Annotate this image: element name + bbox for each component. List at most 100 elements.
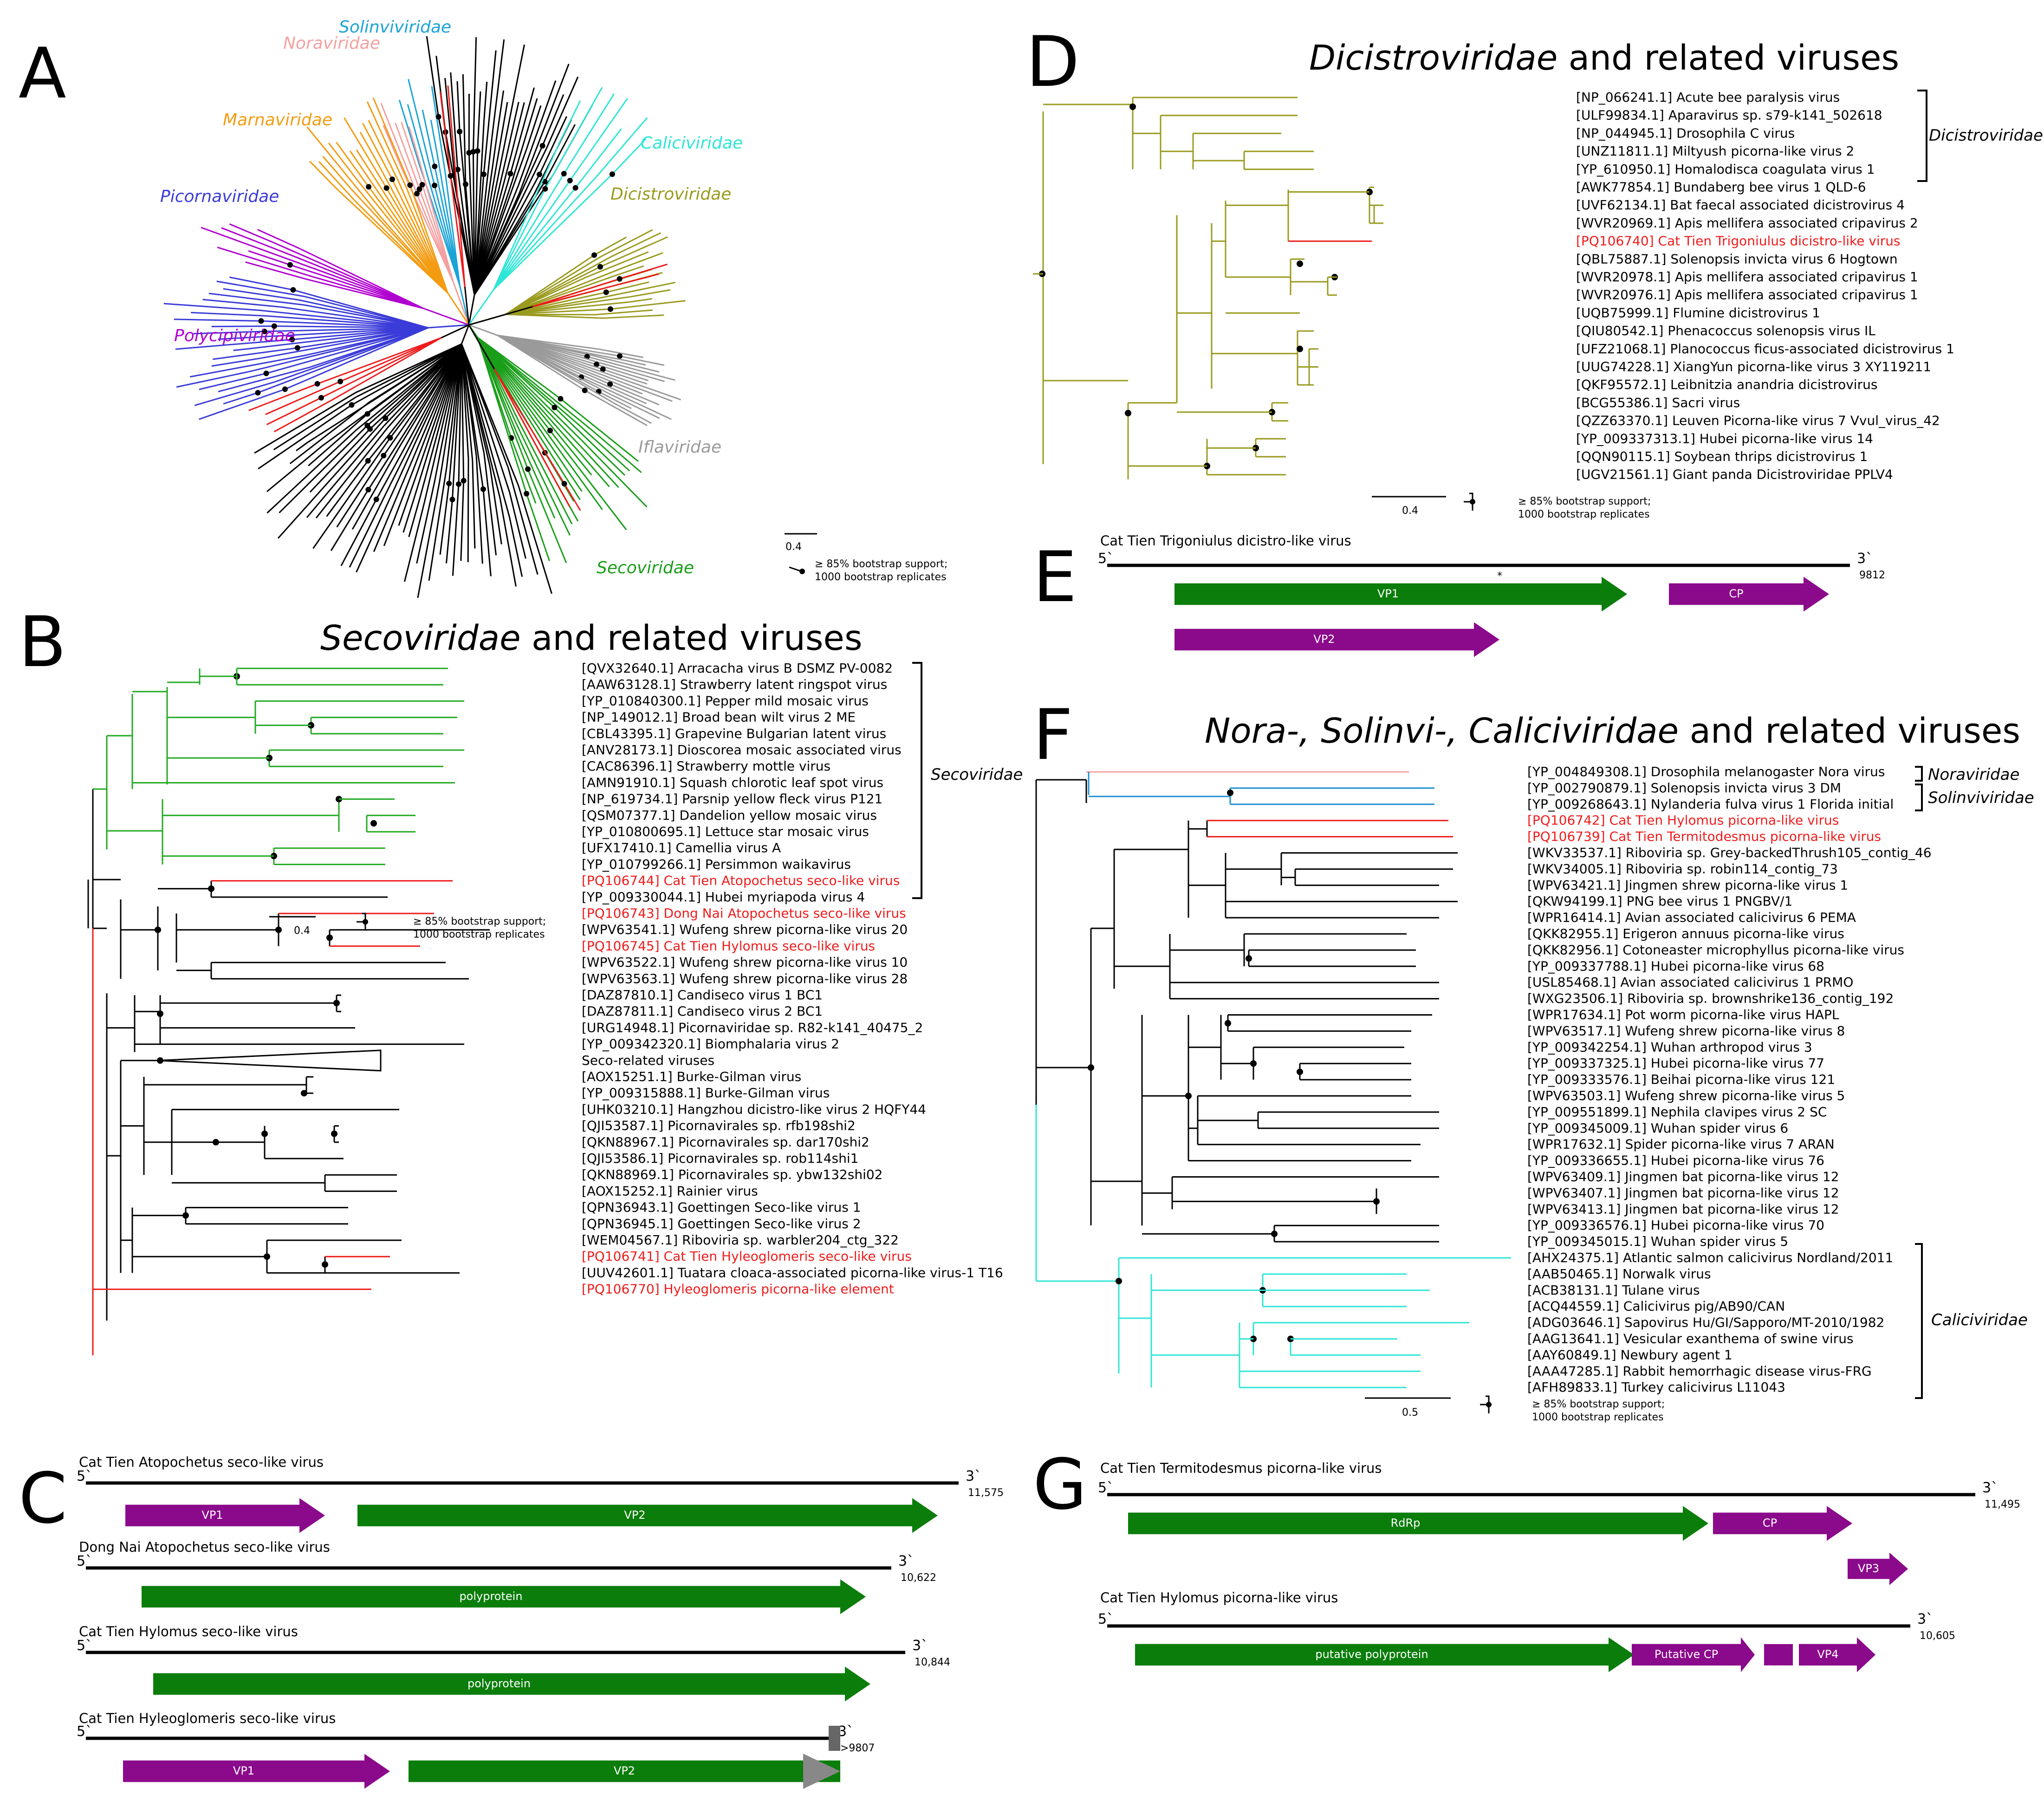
radial-branch	[493, 102, 508, 181]
radial-branch	[493, 369, 565, 484]
radial-branch	[306, 425, 385, 518]
radial-branch	[189, 355, 305, 378]
radial-branch	[216, 280, 305, 298]
bootstrap-node	[552, 404, 558, 410]
radial-branch	[436, 152, 461, 285]
radial-branch	[560, 398, 639, 462]
radial-branch	[587, 356, 675, 381]
tip-label: [UFX17410.1] Camellia virus A	[582, 840, 781, 855]
gene-label: VP1	[201, 1509, 223, 1522]
radial-branch	[309, 327, 428, 368]
radial-branch	[472, 37, 477, 152]
genome-length: >9807	[840, 1742, 875, 1754]
tip-label: [AAA47285.1] Rabbit hemorrhagic disease …	[1527, 1363, 1872, 1379]
radial-branch	[266, 327, 428, 374]
bootstrap-node	[572, 185, 578, 191]
bootstrap-node	[542, 186, 548, 192]
radial-branch	[468, 324, 498, 336]
radial-branch	[461, 343, 485, 453]
bootstrap-node	[407, 182, 413, 188]
radial-branch	[600, 281, 676, 299]
bootstrap-node	[349, 402, 355, 408]
bootstrap-node	[322, 1261, 328, 1268]
tip-label: [YP_009336576.1] Hubei picorna-like viru…	[1527, 1218, 1824, 1233]
noraviridae-bracket: Noraviridae	[1915, 765, 2019, 784]
bootstrap-node	[480, 171, 487, 177]
bootstrap-node	[435, 114, 441, 120]
tip-label: [CAC86396.1] Strawberry mottle virus	[582, 758, 831, 774]
radial-branch	[474, 138, 493, 295]
three-prime-end: 3`	[1982, 1480, 1998, 1496]
gene-arrow	[409, 1754, 840, 1789]
radial-branch	[518, 421, 573, 525]
radial-branch	[208, 292, 305, 306]
radial-branch	[395, 123, 420, 189]
radial-branch	[274, 325, 428, 329]
radial-branch	[383, 492, 405, 546]
radial-branch	[610, 383, 660, 406]
bootstrap-node	[416, 186, 422, 192]
tip-label: [ADG03646.1] Sapovirus Hu/GI/Sapporo/MT-…	[1527, 1315, 1884, 1330]
svg-text:0.4: 0.4	[785, 541, 802, 553]
radial-branch	[482, 489, 492, 576]
radial-branch	[619, 263, 668, 280]
tip-label: [YP_009336655.1] Hubei picorna-like viru…	[1527, 1153, 1824, 1168]
radial-branch	[452, 281, 470, 325]
radial-branch	[548, 422, 592, 476]
radial-branch	[427, 177, 461, 285]
radial-branch	[408, 126, 421, 162]
bootstrap-node	[337, 378, 344, 384]
radial-branch	[408, 497, 421, 538]
tip-label: [AAY60849.1] Newbury agent 1	[1527, 1347, 1733, 1362]
tip-label: [YP_009345009.1] Wuhan spider virus 6	[1527, 1120, 1788, 1136]
panel-b-scale-bar: 0.4 ≥ 85% bootstrap support; 1000 bootst…	[269, 913, 546, 940]
radial-branch	[334, 186, 448, 294]
radial-branch	[506, 308, 610, 315]
radial-branch	[468, 153, 475, 295]
family-label-polycipiviridae: Polycipiviridae	[174, 326, 295, 345]
gene-arrow	[142, 1579, 866, 1614]
svg-text:0.4: 0.4	[1402, 505, 1418, 517]
radial-branch	[581, 356, 665, 382]
bootstrap-node	[474, 148, 480, 154]
three-prime-end: 3`	[898, 1553, 914, 1569]
radial-branch	[321, 337, 441, 399]
radial-branch	[211, 357, 261, 367]
radial-branch	[483, 50, 497, 175]
tip-label: [YP_009330044.1] Hubei myriapoda virus 4	[582, 889, 865, 905]
radial-branch	[285, 327, 428, 390]
radial-branch	[201, 227, 273, 254]
radial-branch	[447, 85, 455, 160]
radial-branch	[590, 429, 642, 473]
gene-label: VP2	[1313, 633, 1335, 646]
gene-arrow	[123, 1754, 390, 1789]
tip-label: [WPV63541.1] Wufeng shrew picorna-like v…	[582, 922, 908, 937]
bootstrap-node	[561, 171, 567, 177]
tip-label: [PQ106744] Cat Tien Atopochetus seco-lik…	[582, 873, 900, 888]
bootstrap-node	[539, 143, 545, 149]
radial-branch	[509, 492, 526, 559]
radial-branch	[532, 278, 620, 308]
radial-branch	[545, 77, 579, 149]
tip-label: [WVR20976.1] Apis mellifera associated c…	[1576, 287, 1918, 303]
radial-branch	[464, 286, 470, 325]
genome-name: Cat Tien Atopochetus seco-like virus	[79, 1454, 324, 1470]
radial-branch	[441, 324, 469, 339]
radial-branch	[558, 100, 581, 143]
bootstrap-node	[582, 387, 588, 393]
bootstrap-node	[290, 287, 296, 293]
bootstrap-node	[258, 318, 264, 324]
radial-branch	[351, 448, 399, 530]
collapsed-clade	[157, 1049, 382, 1072]
truncated-end-block	[829, 1726, 840, 1751]
tip-label: [QSM07377.1] Dandelion yellow mosaic vir…	[582, 808, 877, 823]
radial-branch	[477, 337, 582, 455]
genome-name: Cat Tien Trigoniulus dicistro-like virus	[1100, 533, 1351, 549]
gene-arrow	[1799, 1637, 1875, 1672]
radial-branch	[646, 273, 659, 278]
radial-branch	[404, 343, 462, 493]
radial-branch	[383, 343, 462, 456]
tip-label: [YP_010800695.1] Lettuce star mosaic vir…	[582, 824, 869, 839]
radial-branch	[557, 447, 603, 510]
radial-branch	[472, 460, 476, 549]
